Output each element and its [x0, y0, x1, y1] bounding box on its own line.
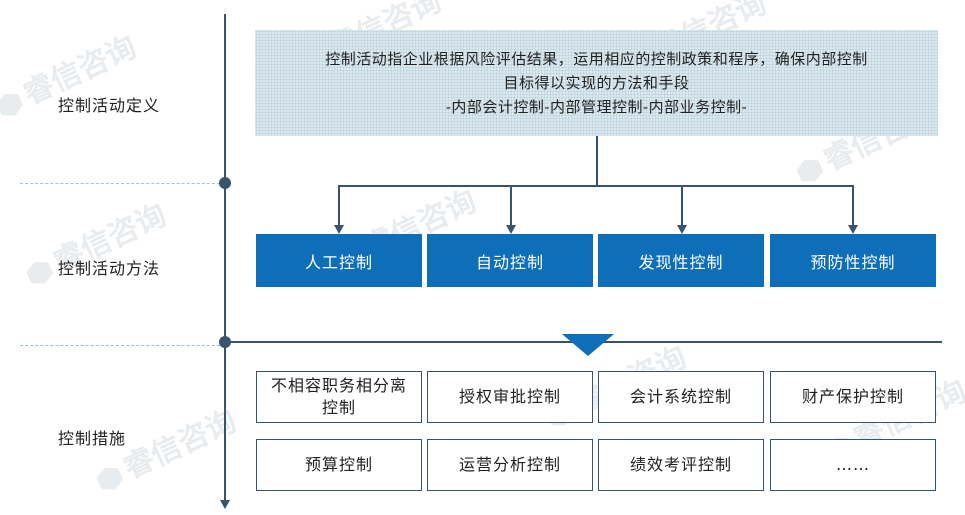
watermark-logo-icon [0, 89, 26, 121]
row-label-definition: 控制活动定义 [58, 96, 161, 115]
watermark-logo-icon [94, 463, 126, 495]
axis-node [219, 177, 231, 189]
measure-box-more: …… [770, 439, 936, 491]
arrow-down-icon [677, 225, 687, 234]
measure-box-asset-protection: 财产保护控制 [770, 371, 936, 423]
axis-node [219, 336, 231, 348]
connector-branch [338, 185, 340, 225]
connector-branch [681, 185, 683, 225]
measure-box-budget: 预算控制 [256, 439, 422, 491]
timeline-axis [224, 14, 226, 502]
method-box-manual: 人工控制 [256, 234, 422, 287]
definition-box: 控制活动指企业根据风险评估结果，运用相应的控制政策和程序，确保内部控制 目标得以… [255, 30, 938, 136]
arrow-down-icon [334, 225, 344, 234]
measure-box-performance: 绩效考评控制 [598, 439, 764, 491]
connector-trunk [596, 136, 598, 186]
row-separator [20, 183, 220, 184]
method-box-preventive: 预防性控制 [770, 234, 936, 287]
arrow-down-icon [848, 225, 858, 234]
watermark-logo-icon [24, 257, 56, 289]
definition-line-1: 控制活动指企业根据风险评估结果，运用相应的控制政策和程序，确保内部控制 [325, 50, 868, 68]
method-box-automatic: 自动控制 [427, 234, 593, 287]
measure-box-segregation: 不相容职务相分离控制 [256, 371, 422, 423]
definition-line-2: 目标得以实现的方法和手段 [503, 74, 690, 92]
measure-box-authorization: 授权审批控制 [427, 371, 593, 423]
row-separator [20, 345, 220, 346]
connector-branch [852, 185, 854, 225]
row-label-methods: 控制活动方法 [58, 259, 161, 278]
axis-arrow-down-icon [220, 500, 230, 509]
connector-bar [338, 185, 854, 187]
watermark-logo-icon [794, 155, 826, 187]
arrow-down-icon [506, 225, 516, 234]
connector-branch [510, 185, 512, 225]
triangle-down-icon [562, 334, 614, 356]
measure-box-operation-analysis: 运营分析控制 [427, 439, 593, 491]
method-box-detective: 发现性控制 [598, 234, 764, 287]
measure-box-accounting-system: 会计系统控制 [598, 371, 764, 423]
definition-line-3: -内部会计控制-内部管理控制-内部业务控制- [445, 98, 748, 116]
row-label-measures: 控制措施 [58, 429, 127, 448]
